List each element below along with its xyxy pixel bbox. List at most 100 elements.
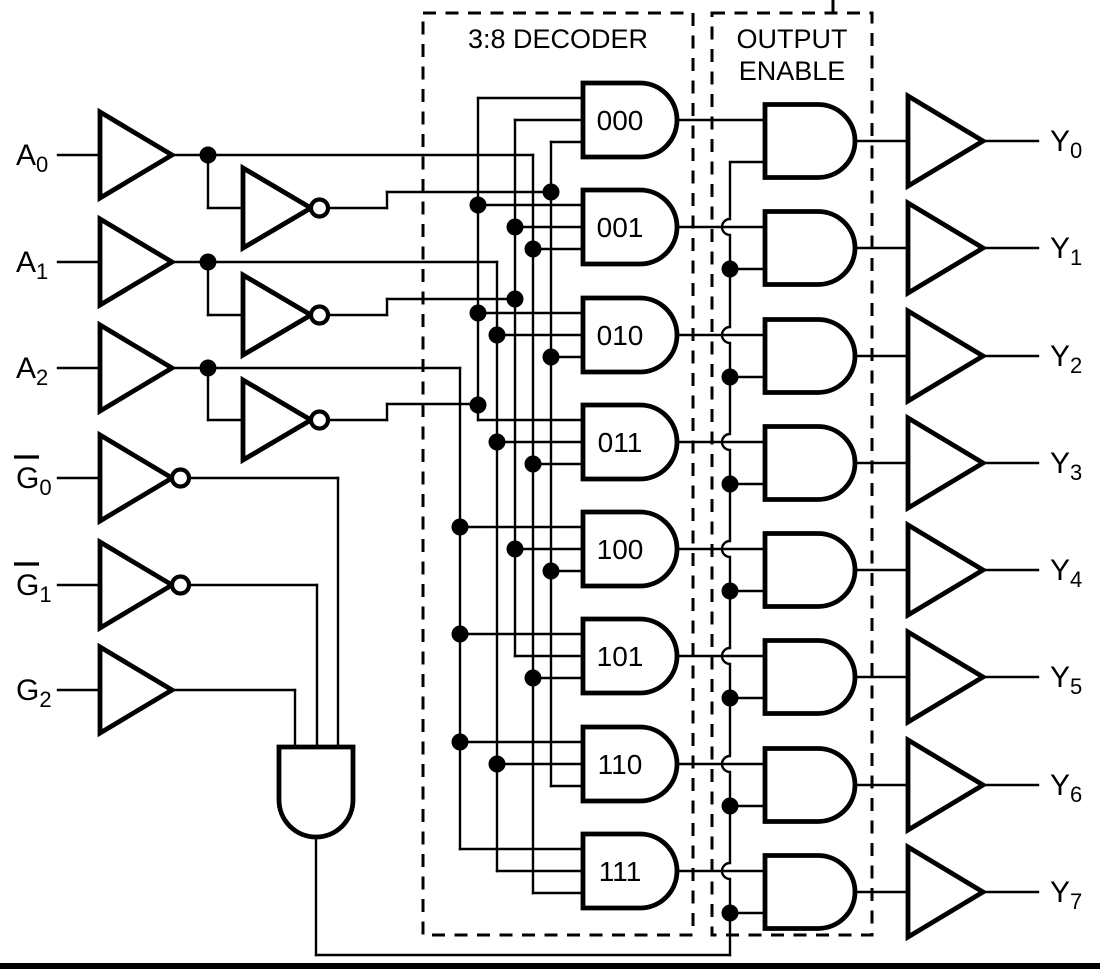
decoder-gate-110: 110 — [458, 724, 767, 804]
and-gate-body — [580, 831, 680, 911]
input-g2: G2 — [16, 642, 297, 749]
junction-dot — [721, 260, 739, 278]
tspan: 1 — [39, 582, 51, 607]
enable-logic — [276, 160, 767, 957]
and-gate-body — [580, 402, 680, 482]
tspan: 7 — [1070, 889, 1082, 914]
output-label-y1: Y1 — [1050, 232, 1082, 270]
tspan: Y — [1050, 661, 1070, 694]
junction-dot — [542, 183, 560, 201]
output-label-y4: Y4 — [1050, 554, 1082, 592]
bus-A2n — [469, 96, 487, 422]
input-g1: G1 — [14, 537, 319, 749]
output-buffer-triangle — [905, 735, 988, 835]
inverter-bubble — [308, 409, 331, 431]
bus-A1n — [506, 118, 524, 658]
tspan: Y — [1050, 232, 1070, 265]
oe-and-gate-body — [762, 531, 858, 609]
output-stage-y7: Y7 — [762, 842, 1082, 942]
junction-dot — [721, 689, 739, 707]
oe-and-gate-body — [762, 424, 858, 502]
tspan: A — [16, 352, 36, 385]
buffer-triangle — [97, 214, 177, 310]
tspan: 1 — [1070, 245, 1082, 270]
input-a2: A2 — [16, 320, 480, 465]
output-enable-title-line: ENABLE — [739, 56, 846, 86]
gate-label: 110 — [598, 749, 643, 780]
output-buffer-triangle — [905, 627, 988, 727]
tspan: A — [16, 246, 36, 279]
output-buffer-triangle — [905, 306, 988, 406]
inverter-bubble — [308, 304, 331, 326]
output-stage-y4: Y4 — [762, 520, 1082, 620]
tspan: Y — [1050, 447, 1070, 480]
and-gate-body — [580, 187, 680, 267]
oe-and-gate-body — [762, 853, 858, 931]
and-gate-body — [580, 509, 680, 589]
decoder-box-title: 3:8 DECODER — [468, 24, 648, 54]
bus-A2 — [451, 366, 469, 851]
decoder-gate-100: 100 — [458, 509, 767, 589]
gate-label: 101 — [597, 641, 644, 672]
tspan: 6 — [1070, 782, 1082, 807]
output-stage-y6: Y6 — [762, 735, 1082, 835]
tspan: Y — [1050, 125, 1070, 158]
tspan: 0 — [1070, 138, 1082, 163]
inverter-triangle — [97, 430, 177, 526]
decoder-dashed-border — [421, 11, 695, 937]
inverter-triangle — [240, 163, 316, 253]
gate-label: 100 — [597, 534, 644, 565]
output-enable-title-line: OUTPUT — [737, 24, 848, 54]
bottom-rule — [0, 963, 1100, 969]
enable-rail — [720, 160, 767, 957]
tspan: Y — [1050, 769, 1070, 802]
output-buffer-triangle — [905, 198, 988, 298]
tspan: 2 — [39, 687, 51, 712]
buffer-triangle — [97, 107, 177, 203]
decoder-gate-010: 010 — [476, 295, 767, 375]
output-label-y2: Y2 — [1050, 340, 1082, 378]
output-buffer-triangle — [905, 413, 988, 513]
tspan: G — [16, 569, 39, 602]
tspan: Y — [1050, 554, 1070, 587]
inverter-triangle — [240, 375, 316, 465]
tspan: G — [16, 462, 39, 495]
output-stage-y0: Y0 — [762, 91, 1082, 191]
decoder-gate-111: 111 — [458, 831, 767, 911]
output-label-y6: Y6 — [1050, 769, 1082, 807]
decoder-gate-000: 000 — [476, 80, 767, 160]
inverter-bubble — [169, 467, 192, 489]
input-a1: A1 — [16, 214, 517, 360]
junction-dot — [721, 475, 739, 493]
input-label-g0: G0 — [16, 462, 52, 500]
gate-label: 000 — [597, 105, 644, 136]
junction-dot — [469, 396, 487, 414]
tspan: A — [16, 139, 36, 172]
and-gate-body — [580, 295, 680, 375]
inverter-triangle — [240, 270, 316, 360]
inverter-triangle — [97, 537, 177, 633]
output-enable-dashed-border — [710, 11, 874, 937]
input-label-a1: A1 — [16, 246, 48, 284]
junction-dot — [721, 368, 739, 386]
oe-and-gate-body — [762, 317, 858, 395]
output-stage-y3: Y3 — [762, 413, 1082, 513]
input-label-a2: A2 — [16, 352, 48, 390]
gate-label: 001 — [597, 212, 644, 243]
junction-dot — [721, 582, 739, 600]
tspan: 3 — [1070, 460, 1082, 485]
tspan: Y — [1050, 340, 1070, 373]
output-buffer-triangle — [905, 842, 988, 942]
input-g0: G0 — [14, 430, 340, 749]
inverter-bubble — [308, 197, 331, 219]
output-stage-y5: Y5 — [762, 627, 1082, 727]
decoder-gate-001: 001 — [476, 187, 767, 267]
gate-label: 011 — [598, 427, 643, 458]
gate-label: 111 — [599, 856, 642, 887]
and-gate-body — [580, 80, 680, 160]
enable-and-gate — [276, 744, 356, 840]
tspan: 5 — [1070, 674, 1082, 699]
output-label-y0: Y0 — [1050, 125, 1082, 163]
junction-dot — [721, 904, 739, 922]
tspan: 0 — [36, 152, 48, 177]
